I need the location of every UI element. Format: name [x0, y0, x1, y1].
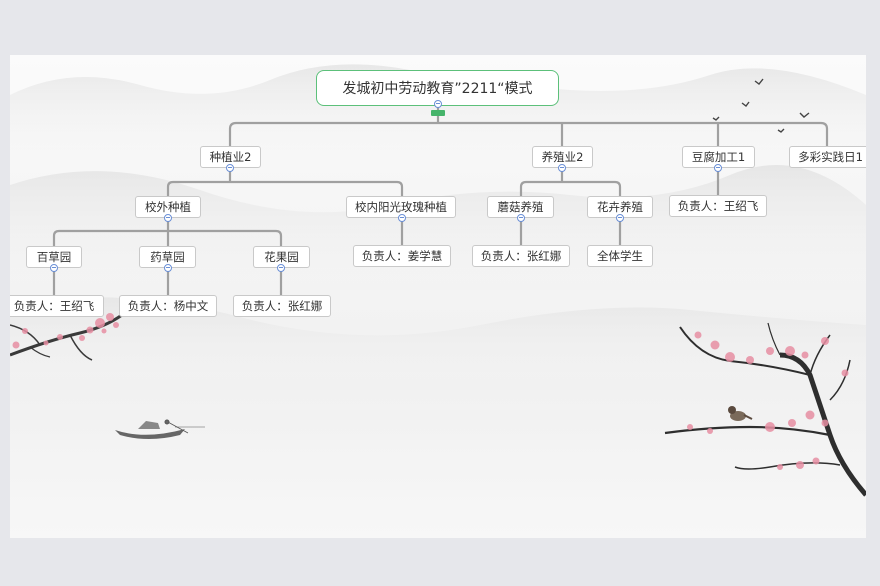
- owner-orchard-label: 负责人：张红娜: [241, 299, 323, 313]
- left-plum-branch-icon: [10, 313, 123, 361]
- near-mountains: [10, 297, 866, 385]
- root-flag-icon: [431, 110, 445, 116]
- right-plum-branch-icon: [664, 322, 866, 497]
- node-campus-rose-label: 校内阳光玫瑰种植: [355, 200, 447, 214]
- owner-campus-rose-label: 负责人：姜学慧: [361, 249, 443, 263]
- connector-leaf-links: [52, 168, 720, 295]
- birds-icon: [712, 78, 810, 133]
- connector-breeding: [519, 168, 622, 196]
- node-flower[interactable]: 花卉养殖: [587, 196, 653, 218]
- collapse-icon[interactable]: [277, 264, 285, 272]
- connector-planting: [166, 168, 404, 196]
- owner-flower[interactable]: 全体学生: [587, 245, 653, 267]
- collapse-icon[interactable]: [164, 264, 172, 272]
- node-mushroom[interactable]: 蘑菇养殖: [487, 196, 554, 218]
- collapse-icon[interactable]: [50, 264, 58, 272]
- collapse-icon[interactable]: [558, 164, 566, 172]
- collapse-icon[interactable]: [164, 214, 172, 222]
- node-outdoor-planting[interactable]: 校外种植: [135, 196, 201, 218]
- owner-campus-rose[interactable]: 负责人：姜学慧: [353, 245, 451, 267]
- collapse-icon[interactable]: [398, 214, 406, 222]
- branch-practice-day[interactable]: 多彩实践日1: [789, 146, 866, 168]
- node-medicinal-garden-label: 药草园: [150, 250, 185, 264]
- sparrow-icon: [728, 406, 753, 421]
- node-orchard-label: 花果园: [264, 250, 299, 264]
- owner-medicinal-garden-label: 负责人：杨中文: [127, 299, 209, 313]
- owner-herb-garden[interactable]: 负责人：王绍飞: [10, 295, 104, 317]
- collapse-icon[interactable]: [616, 214, 624, 222]
- node-flower-label: 花卉养殖: [597, 200, 643, 214]
- owner-tofu[interactable]: 负责人：王绍飞: [669, 195, 767, 217]
- boat-icon: [115, 419, 205, 439]
- node-herb-garden-label: 百草园: [36, 250, 72, 264]
- node-mushroom-label: 蘑菇养殖: [497, 200, 544, 214]
- branch-breeding[interactable]: 养殖业2: [532, 146, 593, 168]
- node-herb-garden[interactable]: 百草园: [26, 246, 82, 268]
- collapse-icon[interactable]: [434, 100, 442, 108]
- owner-medicinal-garden[interactable]: 负责人：杨中文: [119, 295, 217, 317]
- owner-herb-garden-label: 负责人：王绍飞: [13, 299, 95, 313]
- branch-practice-day-label: 多彩实践日1: [798, 150, 863, 164]
- branch-planting-label: 种植业2: [209, 150, 252, 164]
- connector-outdoor: [52, 218, 283, 246]
- owner-tofu-label: 负责人：王绍飞: [677, 199, 759, 213]
- node-orchard[interactable]: 花果园: [253, 246, 310, 268]
- owner-mushroom[interactable]: 负责人：张红娜: [472, 245, 570, 267]
- branch-breeding-label: 养殖业2: [541, 150, 584, 164]
- owner-mushroom-label: 负责人：张红娜: [480, 249, 562, 263]
- branch-planting[interactable]: 种植业2: [200, 146, 261, 168]
- node-outdoor-planting-label: 校外种植: [145, 200, 191, 214]
- root-node-label: 发城初中劳动教育”2211“模式: [342, 81, 533, 97]
- owner-orchard[interactable]: 负责人：张红娜: [233, 295, 331, 317]
- branch-tofu-label: 豆腐加工1: [691, 150, 746, 164]
- collapse-icon[interactable]: [714, 164, 722, 172]
- collapse-icon[interactable]: [517, 214, 525, 222]
- owner-flower-label: 全体学生: [597, 249, 643, 263]
- mindmap-canvas: 发城初中劳动教育”2211“模式 种植业2 养殖业2 豆腐加工1 多彩实践日1 …: [10, 55, 866, 538]
- collapse-icon[interactable]: [226, 164, 234, 172]
